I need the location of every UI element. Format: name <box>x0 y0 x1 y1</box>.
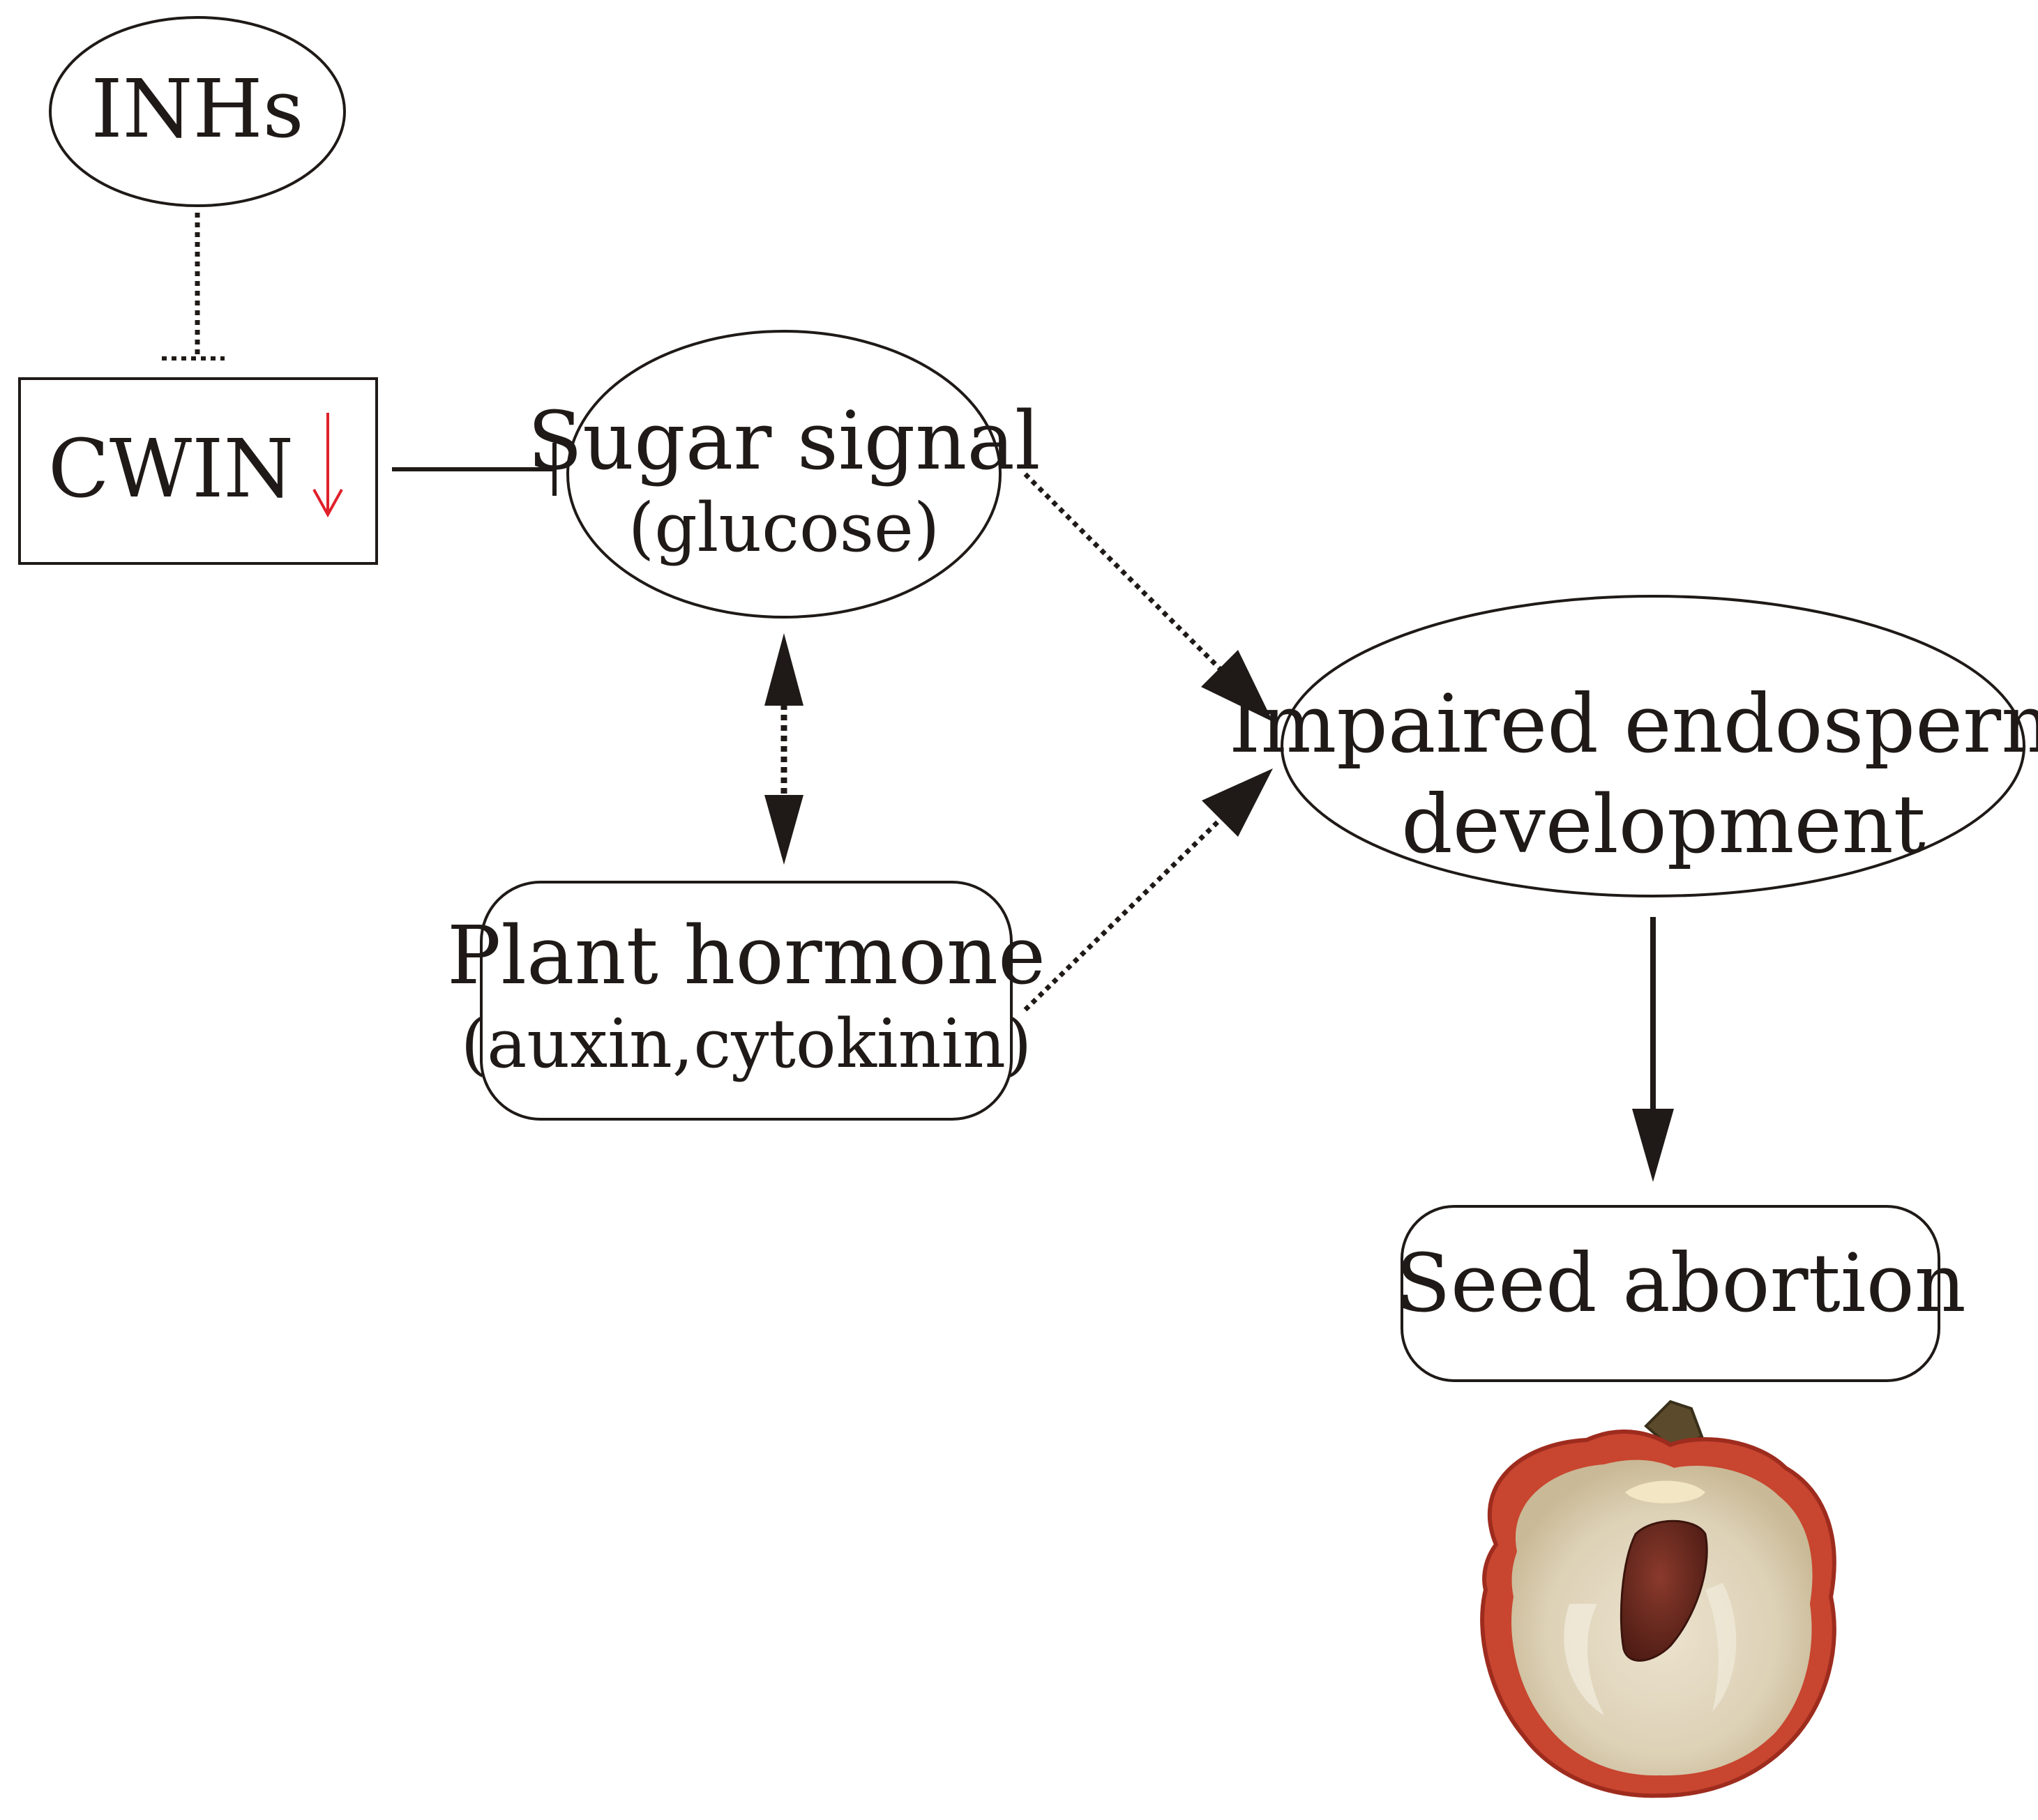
endosperm-node: Impaired endosperm development <box>1229 595 2038 897</box>
edge-sugar-hormone <box>764 633 803 865</box>
edge-inhs-cwin <box>162 213 225 361</box>
plant-hormone-label: Plant hormone <box>447 909 1046 1003</box>
cwin-node: CWIN <box>18 377 378 565</box>
seed-abortion-label: Seed abortion <box>1396 1237 1966 1330</box>
sugar-signal-sub: (glucose) <box>628 489 940 567</box>
cwin-label: CWIN <box>48 423 294 516</box>
edge-hormone-endosperm <box>1023 768 1273 1012</box>
seed-abortion-node: Seed abortion <box>1396 1205 1966 1382</box>
plant-hormone-sub: (auxin,cytokinin) <box>461 1005 1032 1083</box>
inhs-label: INHs <box>91 63 303 156</box>
lychee-fruit-image <box>1480 1400 1836 1798</box>
inhs-node: INHs <box>49 16 346 207</box>
sugar-signal-label: Sugar signal <box>527 395 1040 488</box>
edge-cwin-sugar <box>392 443 557 496</box>
sugar-signal-node: Sugar signal (glucose) <box>527 330 1041 619</box>
endosperm-label-line2: development <box>1401 778 1926 872</box>
edge-sugar-endosperm <box>1023 472 1273 722</box>
endosperm-label-line1: Impaired endosperm <box>1229 678 2038 771</box>
edge-endosperm-seed <box>1632 917 1674 1182</box>
plant-hormone-node: Plant hormone (auxin,cytokinin) <box>447 881 1046 1121</box>
down-arrow-icon <box>312 413 343 518</box>
